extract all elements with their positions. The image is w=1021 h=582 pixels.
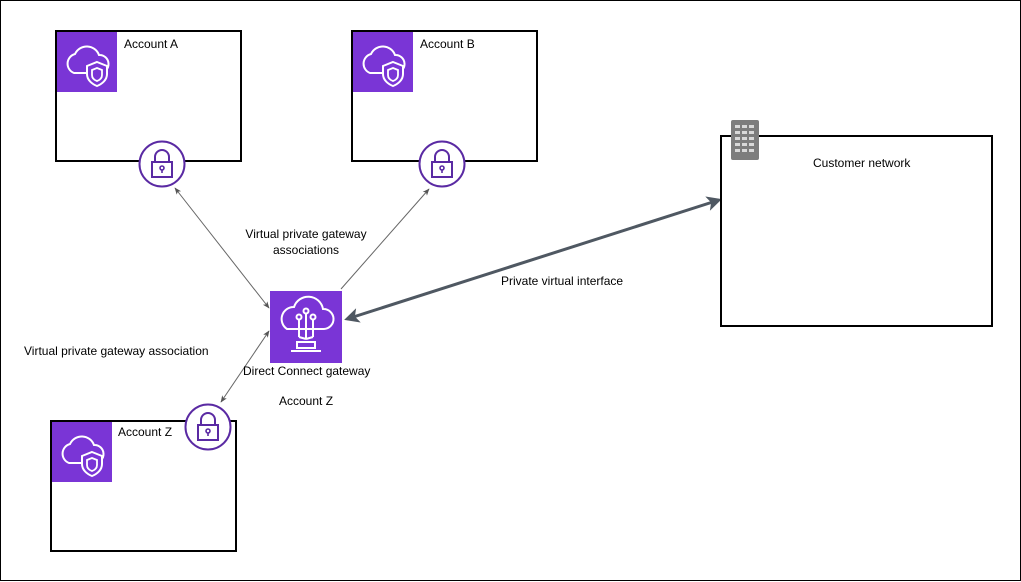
customer-network-label: Customer network [813, 156, 911, 170]
lock-icon [184, 403, 232, 451]
account-b-box[interactable]: Account B [351, 30, 538, 162]
direct-connect-gateway-icon[interactable] [270, 291, 342, 363]
lock-icon [418, 140, 466, 188]
link-gateway-to-account-z[interactable] [220, 330, 270, 403]
direct-connect-gateway-label: Direct Connect gateway [243, 364, 371, 378]
account-a-label: Account A [124, 37, 179, 51]
vpc-shield-icon [353, 32, 413, 92]
link-gateway-to-account-a[interactable] [174, 187, 270, 309]
vgw-associations-label: Virtual private gateway associations [245, 227, 367, 257]
link-private-virtual-interface[interactable] [344, 196, 722, 323]
lock-icon [138, 140, 186, 188]
vpc-shield-icon [52, 422, 112, 482]
private-vif-label: Private virtual interface [501, 274, 624, 288]
account-b-label: Account B [420, 37, 475, 51]
gateway-account-label: Account Z [279, 394, 334, 408]
account-a-box[interactable]: Account A [55, 30, 242, 162]
vpc-shield-icon [57, 32, 117, 92]
customer-network-box[interactable]: Customer network [720, 135, 993, 327]
server-icon [730, 120, 760, 160]
account-z-label: Account Z [118, 425, 173, 439]
vgw-association-label: Virtual private gateway association [24, 344, 209, 358]
